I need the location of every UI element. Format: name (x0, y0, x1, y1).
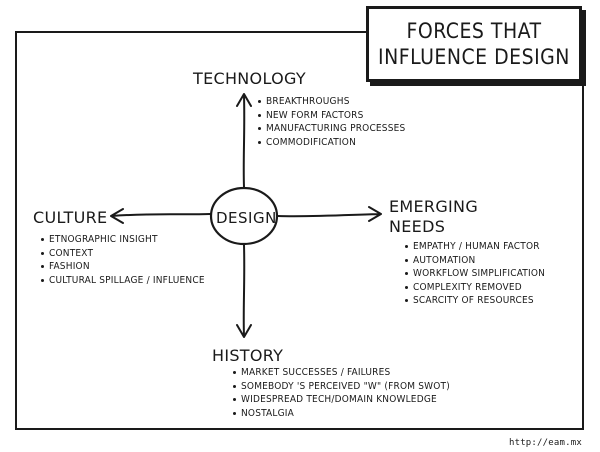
history-item: WIDESPREAD TECH/DOMAIN KNOWLEDGE (232, 393, 450, 407)
emerging-needs-item: WORKFLOW SIMPLIFICATION (404, 267, 545, 281)
history-item: SOMEBODY 'S PERCEIVED "W" (FROM SWOT) (232, 380, 450, 394)
culture-list: ETNOGRAPHIC INSIGHT CONTEXT FASHION CULT… (40, 233, 205, 287)
arrow-left (110, 208, 211, 224)
culture-item: CONTEXT (40, 247, 205, 261)
emerging-needs-item: COMPLEXITY REMOVED (404, 281, 545, 295)
technology-item: BREAKTHROUGHS (257, 95, 405, 109)
culture-item: FASHION (40, 260, 205, 274)
diagram-frame (15, 31, 584, 430)
history-item: MARKET SUCCESSES / FAILURES (232, 366, 450, 380)
emerging-needs-list: EMPATHY / HUMAN FACTOR AUTOMATION WORKFL… (404, 240, 545, 308)
technology-item: MANUFACTURING PROCESSES (257, 122, 405, 136)
culture-heading: CULTURE (33, 208, 108, 227)
culture-item: CULTURAL SPILLAGE / INFLUENCE (40, 274, 205, 288)
credit-link[interactable]: http://eam.mx (508, 438, 582, 448)
emerging-needs-heading-line-2: NEEDS (389, 217, 446, 236)
emerging-needs-item: AUTOMATION (404, 254, 545, 268)
emerging-needs-heading-line-1: EMERGING (389, 197, 479, 216)
history-heading: HISTORY (212, 346, 284, 365)
history-list: MARKET SUCCESSES / FAILURES SOMEBODY 'S … (232, 366, 450, 420)
title-line-2: INFLUENCE DESIGN (378, 45, 570, 69)
title-box: FORCES THAT INFLUENCE DESIGN (366, 6, 582, 82)
technology-item: NEW FORM FACTORS (257, 109, 405, 123)
arrow-up (236, 93, 252, 188)
title-line-1: FORCES THAT (406, 19, 542, 43)
technology-heading: TECHNOLOGY (193, 69, 306, 88)
arrow-right (277, 206, 382, 222)
emerging-needs-item: SCARCITY OF RESOURCES (404, 294, 545, 308)
culture-item: ETNOGRAPHIC INSIGHT (40, 233, 205, 247)
emerging-needs-item: EMPATHY / HUMAN FACTOR (404, 240, 545, 254)
technology-item: COMMODIFICATION (257, 136, 405, 150)
history-item: NOSTALGIA (232, 407, 450, 421)
arrow-down (236, 244, 252, 338)
design-label: DESIGN (216, 209, 277, 227)
technology-list: BREAKTHROUGHS NEW FORM FACTORS MANUFACTU… (257, 95, 405, 149)
